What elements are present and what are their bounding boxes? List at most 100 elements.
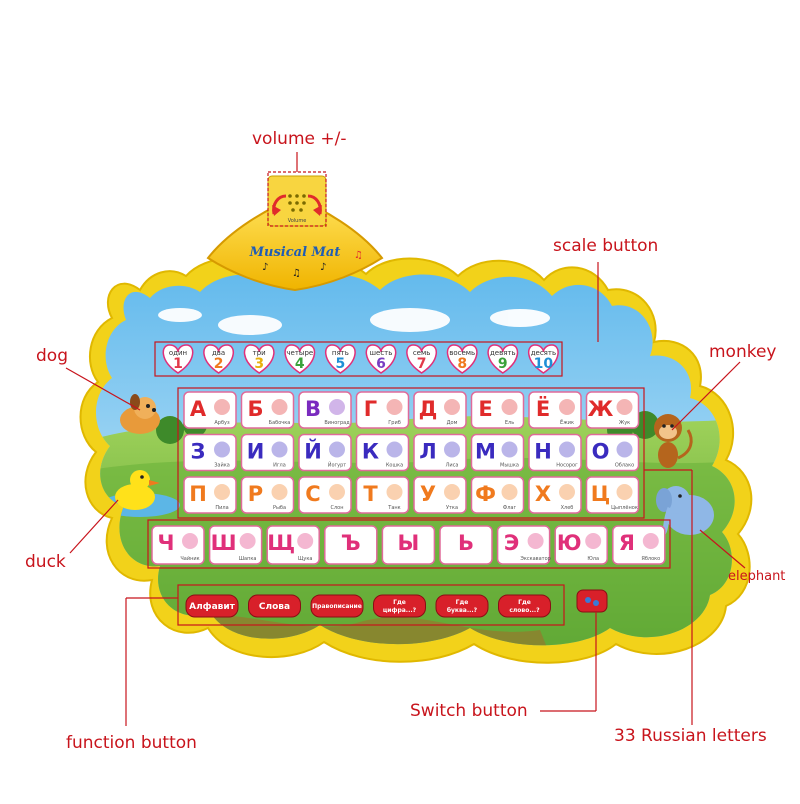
letter-picture-icon: [239, 533, 256, 549]
letter-key[interactable]: Ё Ёжик: [528, 391, 582, 429]
letter-picture-icon: [616, 441, 633, 458]
speaker-grille: [288, 194, 306, 212]
letter-glyph: Ё: [536, 396, 550, 421]
function-button[interactable]: Алфавит: [185, 594, 239, 618]
mat-title: Musical Mat: [249, 245, 341, 260]
letter-picture-icon: [329, 399, 345, 415]
letter-picture-icon: [616, 484, 633, 500]
function-button-label: цифра...?: [383, 607, 417, 614]
letter-glyph: Т: [363, 482, 378, 506]
letter-picture-icon: [271, 399, 288, 415]
letter-caption: Игла: [273, 463, 286, 469]
volume-callout: volume +/-: [252, 129, 347, 149]
letter-glyph: Ц: [591, 482, 610, 506]
letter-caption: Виноград: [324, 420, 350, 426]
number-digit: 3: [254, 356, 264, 372]
letter-picture-icon: [444, 484, 460, 500]
letter-caption: Ель: [505, 420, 514, 426]
letter-caption: Гриб: [388, 420, 401, 426]
letter-glyph: И: [247, 440, 265, 464]
letter-picture-icon: [559, 399, 575, 415]
letter-glyph: Ф: [475, 482, 496, 506]
letter-picture-icon: [329, 484, 345, 500]
letter-picture-icon: [527, 533, 544, 549]
letter-picture-icon: [386, 484, 403, 500]
letter-key[interactable]: Ъ: [324, 525, 378, 565]
number-word: пять: [332, 349, 349, 357]
letter-caption: Чайник: [180, 555, 199, 562]
function-button-label: слово...?: [509, 607, 540, 614]
letter-key[interactable]: Я Яблоко: [612, 525, 666, 565]
number-digit: 8: [457, 356, 467, 372]
function-button[interactable]: Правописание: [310, 594, 364, 618]
letter-caption: Облако: [615, 463, 634, 469]
letter-caption: Яблоко: [641, 556, 660, 562]
letter-caption: Ёжик: [560, 419, 574, 426]
letter-glyph: Ы: [398, 531, 420, 555]
letter-key[interactable]: Ы: [381, 525, 436, 565]
duck-callout: duck: [25, 552, 66, 572]
number-digit: 6: [376, 356, 386, 372]
letter-glyph: Щ: [267, 531, 295, 555]
letter-picture-icon: [616, 399, 633, 415]
letter-caption: Экскаватор: [520, 556, 551, 562]
letter-glyph: Й: [304, 439, 322, 464]
number-digit: 9: [498, 356, 508, 372]
letter-glyph: З: [191, 440, 206, 464]
letter-key[interactable]: Ь: [439, 525, 493, 565]
letter-glyph: С: [305, 482, 320, 506]
letters-row4-highlight-box: [147, 519, 671, 569]
switch-button[interactable]: [576, 589, 608, 613]
letter-glyph: Х: [535, 482, 551, 506]
letter-key[interactable]: И Игла: [240, 433, 295, 472]
letter-picture-icon: [214, 484, 230, 500]
callout-lines: [65, 152, 746, 726]
letter-glyph: Я: [619, 531, 635, 555]
svg-text:♫: ♫: [354, 250, 363, 261]
letter-glyph: П: [189, 482, 207, 506]
function-button[interactable]: Слова: [248, 594, 301, 618]
